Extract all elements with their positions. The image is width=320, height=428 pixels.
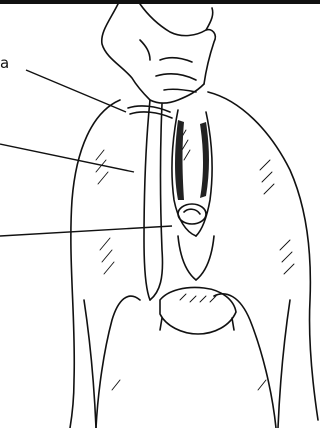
illustration-frame: a bbox=[0, 0, 320, 428]
cow-hindquarters-illustration-icon bbox=[0, 0, 320, 428]
